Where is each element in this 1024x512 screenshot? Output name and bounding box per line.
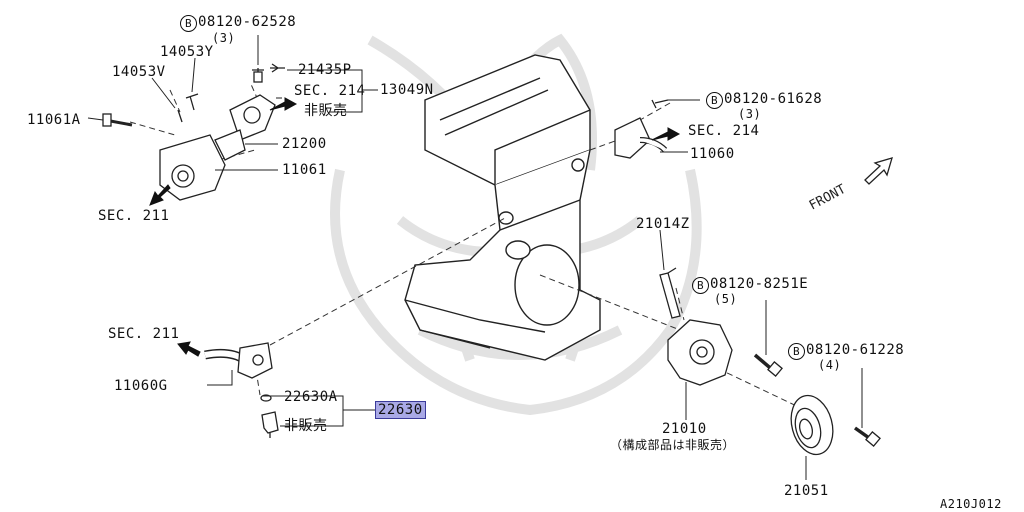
pulley-21051 (790, 394, 881, 456)
part-21010-label: 21010 (662, 421, 707, 437)
bolt-08120-61628-qty: (3) (738, 107, 762, 121)
outlet-pipe-11060 (614, 99, 669, 159)
water-pump-21010 (659, 267, 783, 386)
bolt-08120-8251E-qty: (5) (714, 292, 738, 306)
part-14053V-label: 14053V (112, 64, 166, 80)
bolt-symbol-icon: B (180, 15, 197, 32)
part-22630-label: 22630 (375, 401, 426, 419)
engine-block (404, 54, 601, 361)
part-21200-label: 21200 (282, 136, 327, 152)
bolt-08120-62528-qty: (3) (212, 31, 236, 45)
part-11060-label: 11060 (690, 146, 735, 162)
thermostat-housing-assembly (102, 63, 285, 201)
bolt-08120-61228-qty: (4) (818, 358, 842, 372)
sec-211-top-label: SEC. 211 (98, 208, 170, 224)
part-21051-label: 21051 (784, 483, 829, 499)
part-21014Z-label: 21014Z (636, 216, 690, 232)
part-21010-note: （構成部品は非販売） (610, 438, 736, 452)
leader-lines (87, 35, 863, 480)
arrows (149, 97, 681, 357)
bolt-symbol-icon: B (788, 343, 805, 360)
part-13049N-label: 13049N (380, 82, 434, 98)
part-22630-highlight[interactable]: 22630 (375, 401, 426, 419)
not-for-sale-top-label: 非販売 (304, 103, 348, 119)
front-arrow-icon (864, 157, 893, 185)
part-21435P-label: 21435P (298, 62, 352, 78)
part-number: 08120-61228 (806, 342, 905, 358)
part-number: 08120-8251E (710, 276, 809, 292)
part-11061A-label: 11061A (27, 112, 81, 128)
bolt-symbol-icon: B (692, 277, 709, 294)
part-11061-label: 11061 (282, 162, 327, 178)
part-11060G-label: 11060G (114, 378, 168, 394)
part-number: 08120-62528 (198, 14, 297, 30)
sec-214-top-label: SEC. 214 (294, 83, 366, 99)
not-for-sale-bottom-label: 非販売 (284, 418, 328, 434)
diagram-code: A210J012 (940, 497, 1002, 511)
part-14053Y-label: 14053Y (160, 44, 214, 60)
part-22630A-label: 22630A (284, 389, 338, 405)
sec-211-bottom-label: SEC. 211 (108, 326, 180, 342)
part-number: 08120-61628 (724, 91, 823, 107)
bolt-symbol-icon: B (706, 92, 723, 109)
sec-214-right-label: SEC. 214 (688, 123, 760, 139)
pipe-11060G (204, 342, 279, 438)
front-label: FRONT (807, 182, 849, 214)
